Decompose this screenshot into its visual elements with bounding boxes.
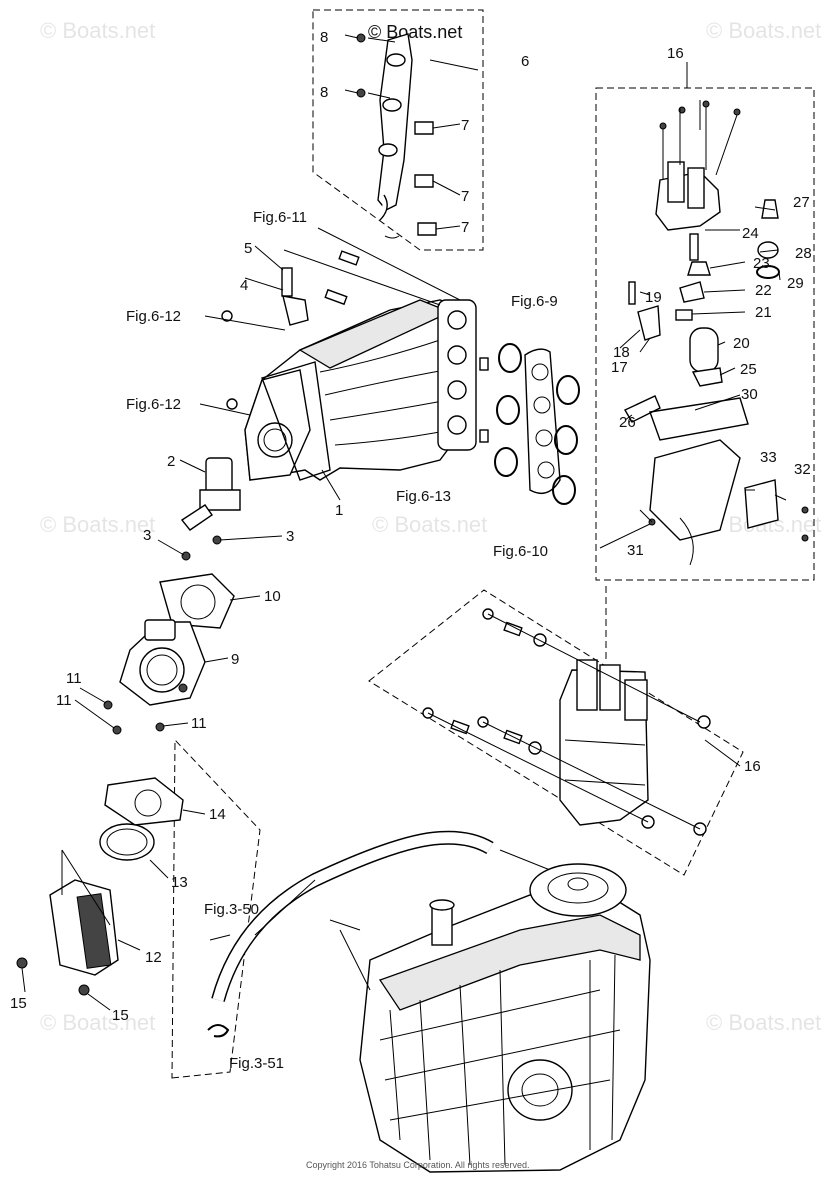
watermark-mid-center: © Boats.net: [372, 512, 487, 537]
fuel-rail-assembly: [356, 33, 479, 239]
ref-fig-6-10[interactable]: Fig.6-10: [493, 543, 548, 560]
callout-16-top: 16: [667, 45, 684, 62]
watermark-mid-left: © Boats.net: [40, 512, 155, 537]
callout-1: 1: [335, 502, 343, 519]
callout-5: 5: [244, 240, 252, 257]
callout-2: 2: [167, 453, 175, 470]
callout-18: 18: [613, 344, 630, 361]
callout-26: 26: [619, 414, 636, 431]
callout-6: 6: [521, 53, 529, 70]
callout-11-top: 11: [66, 670, 82, 687]
throttle-body-group: [103, 573, 235, 735]
callout-9: 9: [231, 651, 239, 668]
callout-33: 33: [760, 449, 777, 466]
callout-13: 13: [171, 874, 188, 891]
ref-fig-3-50[interactable]: Fig.3-50: [204, 901, 259, 918]
fuel-rail-group-outline: [312, 9, 484, 251]
callout-numbers: 1 2 3 3 4 5 6 7 7 7 8 8 9 10 11 11 11 12…: [10, 29, 812, 1024]
idle-air-valve: [180, 457, 241, 561]
ref-fig-6-13[interactable]: Fig.6-13: [396, 488, 451, 505]
callout-21: 21: [755, 304, 772, 321]
callout-7-top: 7: [461, 117, 469, 134]
callout-24: 24: [742, 225, 759, 242]
ref-fig-6-11[interactable]: Fig.6-11: [253, 209, 307, 226]
callout-29: 29: [787, 275, 804, 292]
copyright-notice: Copyright 2016 Tohatsu Corporation. All …: [306, 1160, 529, 1170]
callout-8-top: 8: [320, 29, 328, 46]
watermark-main: © Boats.net: [368, 22, 462, 42]
manifold-hardware: [199, 227, 461, 416]
group-outlines: [171, 9, 815, 1079]
callout-27: 27: [793, 194, 810, 211]
callout-11-middle: 11: [56, 692, 72, 709]
callout-22: 22: [755, 282, 772, 299]
callout-3-right: 3: [286, 528, 294, 545]
watermark-top-right: © Boats.net: [706, 18, 821, 43]
watermark-bottom-right: © Boats.net: [706, 1010, 821, 1035]
ref-fig-3-51[interactable]: Fig.3-51: [229, 1055, 284, 1072]
callout-23: 23: [753, 255, 770, 272]
silencer-group: [16, 777, 184, 996]
callout-12: 12: [145, 949, 162, 966]
callout-10: 10: [264, 588, 281, 605]
leader-lines: [21, 34, 787, 1011]
powerhead-block: [329, 863, 651, 1173]
callout-14: 14: [209, 806, 226, 823]
callout-20: 20: [733, 335, 750, 352]
callout-7-bottom: 7: [461, 219, 469, 236]
callout-11-right: 11: [191, 715, 207, 732]
ref-fig-6-12-bottom[interactable]: Fig.6-12: [126, 396, 181, 413]
watermark-top-left: © Boats.net: [40, 18, 155, 43]
callout-16-bottom: 16: [744, 758, 761, 775]
vapor-separator-group-outline: [595, 87, 815, 581]
callout-15-left: 15: [10, 995, 27, 1012]
callout-4: 4: [240, 277, 248, 294]
callout-32: 32: [794, 461, 811, 478]
callout-8-bottom: 8: [320, 84, 328, 101]
manifold-gaskets: [479, 343, 580, 505]
vapor-separator-mount-outline: [368, 589, 744, 876]
callout-19: 19: [645, 289, 662, 306]
figure-references: Fig.6-11 Fig.6-12 Fig.6-12 Fig.6-9 Fig.6…: [126, 209, 558, 1072]
callout-30: 30: [741, 386, 758, 403]
callout-25: 25: [740, 361, 757, 378]
watermark-bottom-left: © Boats.net: [40, 1010, 155, 1035]
callout-17: 17: [611, 359, 628, 376]
callout-7-middle: 7: [461, 188, 469, 205]
ref-fig-6-12-top[interactable]: Fig.6-12: [126, 308, 181, 325]
callout-3-left: 3: [143, 527, 151, 544]
callout-15-right: 15: [112, 1007, 129, 1024]
intake-manifold: [244, 299, 477, 481]
intake-link-outline: [171, 738, 261, 1079]
ref-fig-6-9[interactable]: Fig.6-9: [511, 293, 558, 310]
vapor-separator-assembled: [422, 608, 711, 836]
callout-31: 31: [627, 542, 644, 559]
vapor-separator-exploded: [624, 100, 809, 566]
callout-28: 28: [795, 245, 812, 262]
